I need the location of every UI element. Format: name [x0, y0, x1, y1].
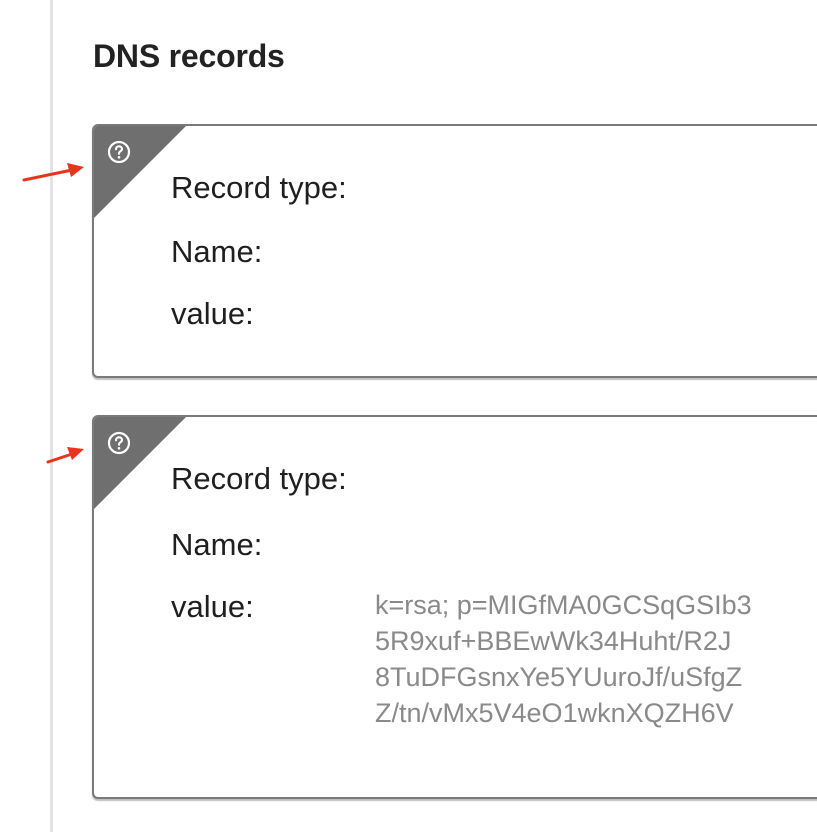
question-circle-icon[interactable] [107, 431, 131, 455]
help-corner-tab[interactable] [94, 417, 186, 509]
value-line: 8TuDFGsnxYe5YUuroJf/uSfgZ [375, 662, 743, 692]
help-corner-tab[interactable] [94, 126, 186, 218]
left-divider [50, 0, 53, 832]
value-line: 5R9xuf+BBEwWk34Huht/R2J [375, 626, 732, 656]
record-type-label: Record type: [171, 170, 347, 205]
value-line: Z/tn/vMx5V4eO1wknXQZH6V [375, 698, 734, 728]
name-label: Name: [171, 527, 263, 562]
section-title: DNS records [93, 38, 285, 74]
value-label: value: [171, 589, 254, 624]
question-circle-icon[interactable] [107, 140, 131, 164]
dkim-value-text: k=rsa; p=MIGfMA0GCSqGSIb3 5R9xuf+BBEwWk3… [375, 587, 752, 731]
name-label: Name: [171, 234, 263, 269]
dns-record-card: Record type: Name: value: k=rsa; p=MIGfM… [92, 415, 817, 799]
value-label: value: [171, 296, 254, 331]
annotation-arrow-icon [46, 447, 84, 464]
record-type-label: Record type: [171, 461, 347, 496]
dns-record-card: Record type: Name: value: [92, 124, 817, 378]
value-line: k=rsa; p=MIGfMA0GCSqGSIb3 [375, 590, 752, 620]
annotation-arrow-icon [22, 163, 84, 182]
